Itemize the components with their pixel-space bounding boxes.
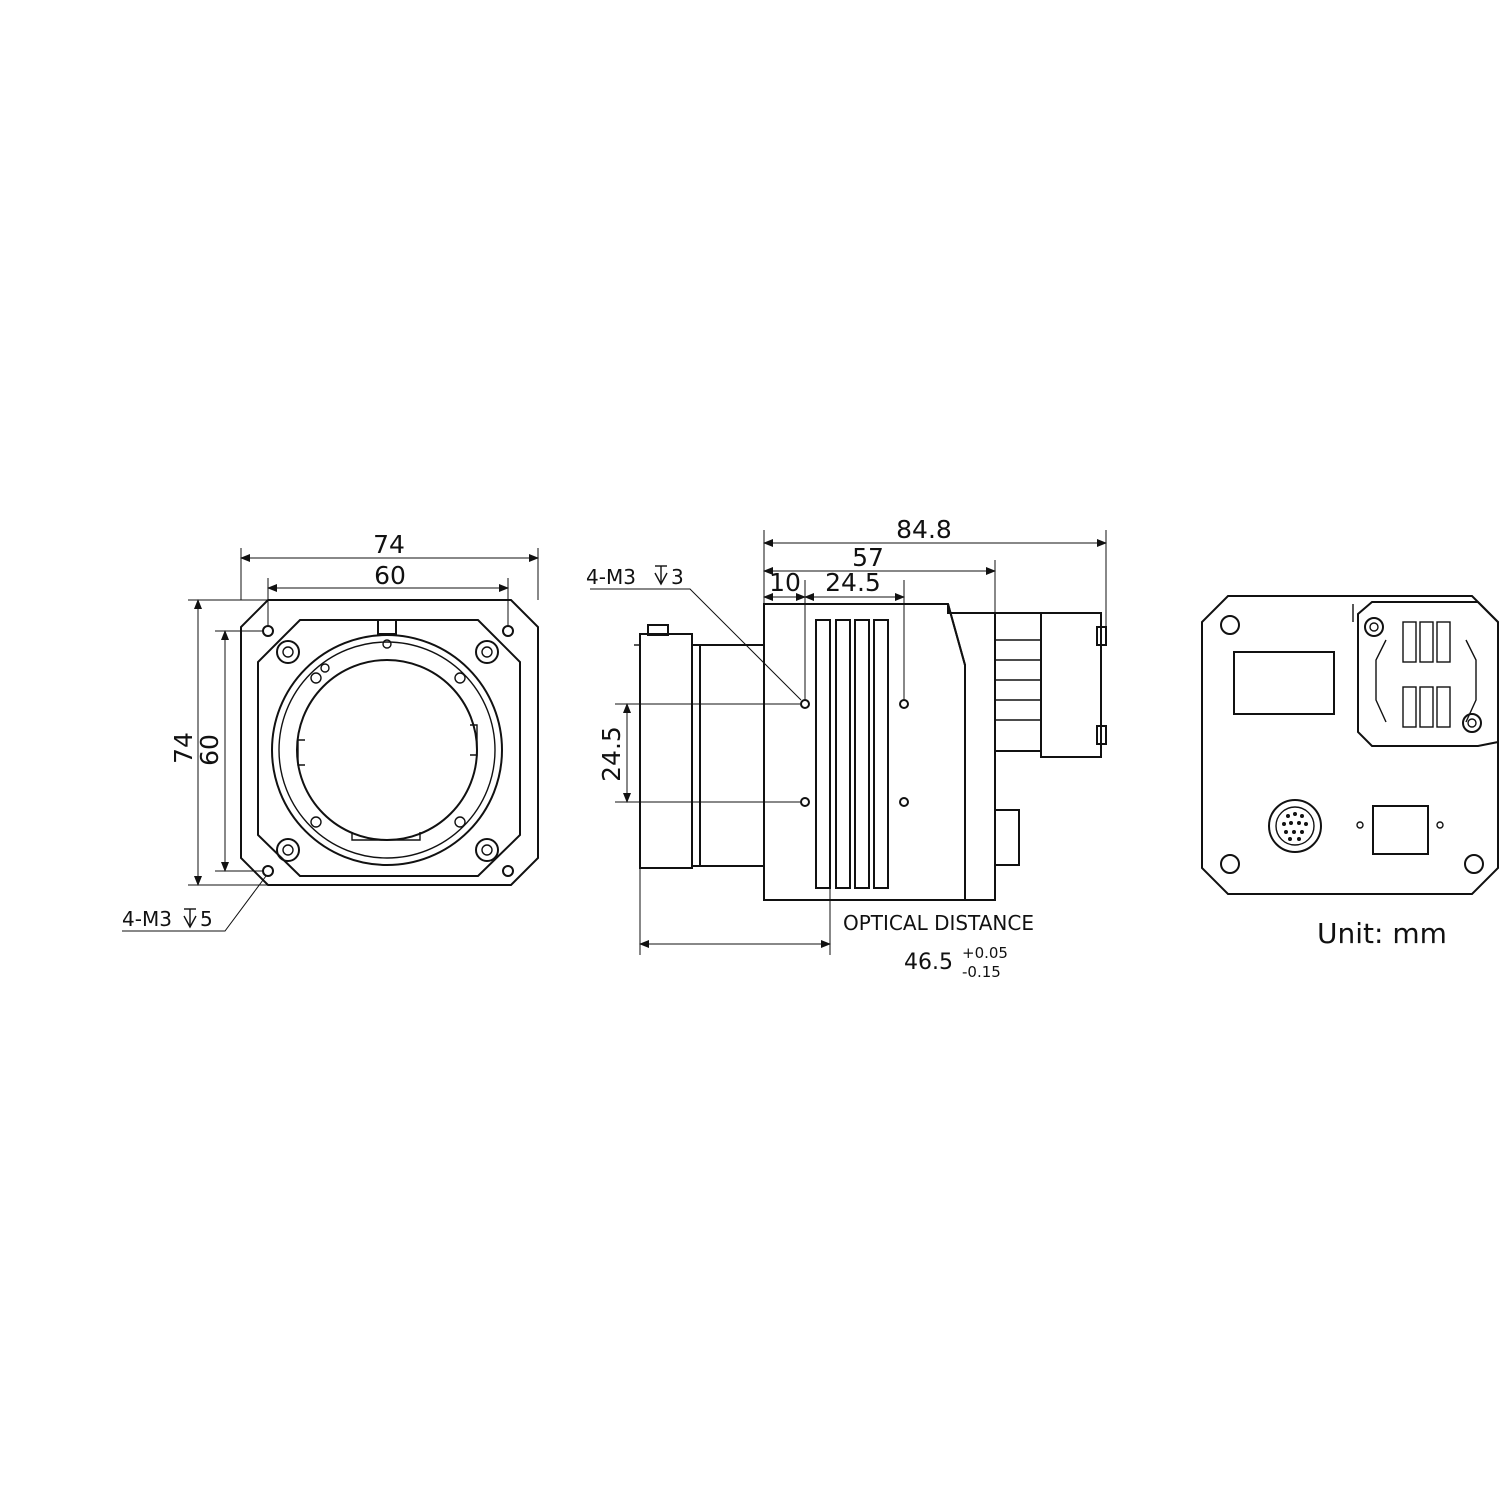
rear-hole <box>1220 854 1240 874</box>
rear-hole <box>1464 854 1484 874</box>
rear-hole <box>1220 615 1240 635</box>
cooling-fins <box>815 619 889 889</box>
gpio-connector-icon <box>1268 799 1322 853</box>
bayonet-tab <box>351 832 421 841</box>
front-plate-outline <box>240 599 539 886</box>
dim-total-length: 84.8 <box>896 515 952 544</box>
dim-hole-spacing-v: 24.5 <box>597 726 626 782</box>
data-port-icon <box>1372 805 1429 855</box>
rear-block <box>947 603 996 901</box>
screw-icon <box>276 640 499 862</box>
mount-hole-top-left <box>262 625 274 637</box>
side-hole <box>800 797 810 807</box>
front-inner-octagon <box>257 619 521 877</box>
io-connector <box>994 809 1020 866</box>
heatsink-screw-icon <box>1462 713 1482 733</box>
side-hole <box>800 699 810 709</box>
dim-outer-height: 74 <box>169 732 198 764</box>
side-hole <box>899 797 909 807</box>
mount-hole-top-right <box>502 625 514 637</box>
rear-cap <box>1040 612 1102 758</box>
front-view: 74 60 74 60 4-M3 5 <box>122 530 539 932</box>
lens-aperture <box>296 659 478 841</box>
label-plate <box>1233 651 1335 715</box>
front-mount-depth: 5 <box>200 907 213 931</box>
dim-body-length: 57 <box>852 543 884 572</box>
heatsink-slots <box>1375 621 1477 728</box>
bayonet-tab <box>470 724 478 756</box>
mount-button <box>647 624 669 636</box>
depth-symbol-icon <box>183 908 197 929</box>
lens-mount-flange <box>639 633 693 869</box>
rear-connector-ribs <box>994 612 1042 752</box>
bayonet-tab <box>297 739 305 766</box>
optical-tolerance-minus: -0.15 <box>962 963 1001 981</box>
side-mount-holes: 4-M3 <box>586 565 636 589</box>
rear-view: Unit: mm <box>1201 595 1499 950</box>
connector-pins <box>1282 812 1308 841</box>
ring-screw-icon <box>310 663 466 828</box>
unit-label: Unit: mm <box>1317 917 1447 950</box>
rear-heatsink <box>1357 601 1499 747</box>
dim-hole-spacing-h: 24.5 <box>825 568 881 597</box>
dim-hole-width: 60 <box>374 561 406 590</box>
dim-hole-offset: 10 <box>769 568 801 597</box>
heatsink-screw-icon <box>1364 617 1384 637</box>
side-view: 84.8 57 10 24.5 24.5 4-M3 3 OPTICAL DIST… <box>586 515 1107 981</box>
depth-symbol-icon <box>654 565 668 586</box>
release-pin <box>382 639 392 649</box>
camera-body-side <box>763 603 966 901</box>
lens-mount-inner-ring <box>278 641 496 859</box>
side-hole <box>899 699 909 709</box>
dim-outer-width: 74 <box>373 530 405 559</box>
leader-side-holes <box>590 588 802 701</box>
optical-distance-value: 46.5 <box>904 950 953 975</box>
dim-hole-height: 60 <box>195 734 224 766</box>
optical-distance-label: OPTICAL DISTANCE <box>843 911 1034 935</box>
front-mount-holes: 4-M3 <box>122 907 172 931</box>
mount-hole-bottom-left <box>262 865 274 877</box>
side-mount-depth: 3 <box>671 565 684 589</box>
release-button <box>377 619 397 635</box>
leader-mount-holes <box>122 875 267 932</box>
mount-hole-bottom-right <box>502 865 514 877</box>
optical-tolerance-plus: +0.05 <box>962 944 1008 962</box>
lens-mount-outer-ring <box>271 634 503 866</box>
